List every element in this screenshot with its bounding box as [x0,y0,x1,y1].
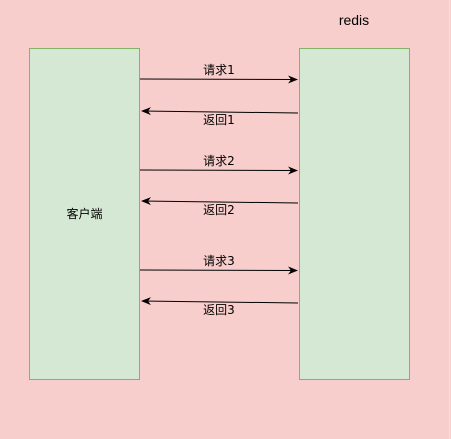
response-arrow-2 [141,107,299,116]
response-label-2: 返回1 [203,113,235,127]
server-title: redis [339,12,369,28]
message-arrows: 请求1 返回1 请求2 返回2 请求3 返回3 [139,63,299,317]
request-label-5: 请求3 [203,254,235,268]
client-label: 客户端 [66,206,102,221]
response-arrow-6 [141,297,299,306]
client-box [29,48,140,380]
server-box [299,48,410,380]
response-label-4: 返回2 [203,203,235,217]
request-label-3: 请求2 [203,154,235,168]
response-arrow-4 [141,197,299,206]
response-label-6: 返回3 [203,303,235,317]
request-arrow-5 [139,266,298,275]
request-arrow-3 [139,166,298,175]
request-arrow-1 [139,75,298,84]
request-label-1: 请求1 [203,63,235,77]
